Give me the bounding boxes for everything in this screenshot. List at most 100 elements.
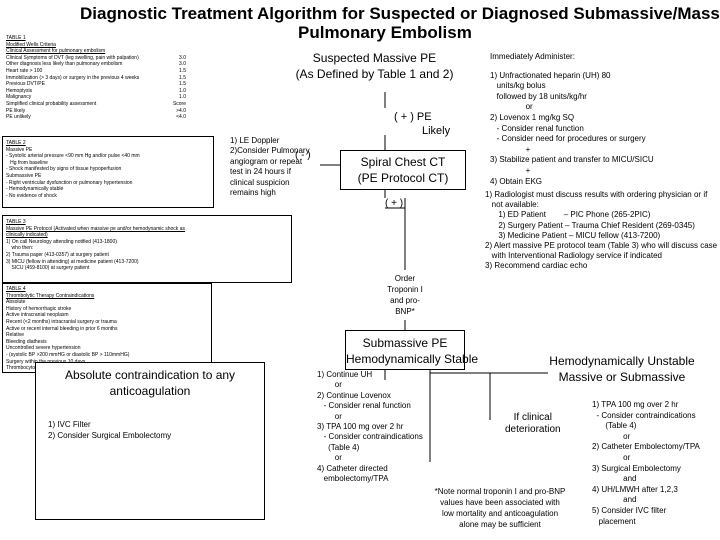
table-2-line: TABLE 2 <box>6 140 26 146</box>
submassive-line-1: Submassive PE <box>362 336 448 350</box>
table-1-row-score: Score <box>172 100 186 107</box>
immediate-line: + <box>490 165 531 175</box>
table-3-line: 3) MICU (fellow in attending) at medicin… <box>6 258 139 265</box>
table-4-line: Thrombolytic Therapy Contraindications <box>6 292 95 299</box>
title-line-1: Diagnostic Treatment Algorithm for Suspe… <box>80 4 720 23</box>
table-1-rows: Clinical Symptoms of DVT (leg swelling, … <box>6 55 202 121</box>
note-line: values have been associated with <box>440 498 560 507</box>
table-2-line: Hg from baseline <box>6 159 48 166</box>
absolute-item: 1) IVC Filter <box>48 420 91 429</box>
table-4-line: Uncontrolled severe hypertension <box>6 345 81 352</box>
immediate-line: - Consider renal function <box>490 123 584 133</box>
immediate-line: units/kg bolus <box>490 81 546 91</box>
table-1-row-item: Clinical Symptoms of DVT (leg swelling, … <box>6 54 139 61</box>
table-3-line: 1) On call Neurology attending notified … <box>6 238 117 245</box>
submassive-tx-line: - Consider renal function <box>317 401 411 411</box>
spiral-chest-ct-box: Spiral Chest CT (PE Protocol CT) <box>340 150 466 190</box>
table-1-row-score: <4.0 <box>176 114 186 121</box>
negative-result: ( - ) <box>295 150 311 161</box>
table-1-row-score: 1.5 <box>179 67 186 74</box>
table-1-row: Clinical Symptoms of DVT (leg swelling, … <box>6 55 186 62</box>
unstable-tx-line: and <box>592 474 637 484</box>
table-1-row-item: PE unlikely <box>6 114 31 121</box>
deterioration-line-1: If clinical <box>513 412 552 423</box>
table-1-row-item: Malignancy <box>6 94 32 101</box>
table-2-line: - Systolic arterial pressure <90 mm Hg a… <box>6 153 140 160</box>
radiologist-line: 1) ED Patient – PIC Phone (265-2PIC) <box>485 210 651 220</box>
submassive-tx-line: (Table 4) <box>317 442 360 452</box>
unstable-tx-line: 2) Catheter Embolectomy/TPA <box>592 442 700 452</box>
unstable-tx-line: and <box>592 495 637 505</box>
table-1: TABLE 1 Modified Wells Criteria Clinical… <box>3 33 205 130</box>
table-4-line: Active or recent internal bleeding in pr… <box>6 325 118 332</box>
table-4-line: History of hemorrhagic stroke <box>6 305 72 312</box>
table-1-row-item: Other diagnosis less likely than pulmona… <box>6 61 123 68</box>
table-4-line: Active intracranial neoplasm <box>6 312 69 319</box>
unstable-tx-line: - Consider contraindications <box>592 410 696 420</box>
table-2-line: Massive PE <box>6 146 33 153</box>
table-1-label: TABLE 1 <box>6 35 26 41</box>
table-1-row-score: 3.0 <box>179 61 186 68</box>
immediate-line: Immediately Administer: <box>490 52 575 61</box>
radiologist-line: 1) Radiologist must discuss results with… <box>485 190 708 199</box>
radiologist-line: 2) Alert massive PE protocol team (Table… <box>485 241 718 251</box>
note-line: low mortality and anticoagulation <box>441 509 559 518</box>
table-4-line: Recent (<2 months) intracranial surgery … <box>6 318 117 325</box>
le-doppler-line: clinical suspicion <box>230 177 290 187</box>
hemodynamically-unstable-box: Hemodynamically Unstable Massive or Subm… <box>548 352 696 386</box>
le-doppler-line: remains high <box>230 188 276 198</box>
table-1-row: PE unlikely <4.0 <box>6 114 186 121</box>
unstable-tx-line: 1) TPA 100 mg over 2 hr <box>592 400 679 409</box>
troponin-line: and pro- <box>390 296 420 305</box>
absolute-item: 2) Consider Surgical Embolectomy <box>48 431 172 440</box>
immediate-line: followed by 18 units/kg/hr <box>490 91 587 101</box>
table-4-line: Surgery within the previous 10 days <box>6 358 85 365</box>
table-1-row-item: Heart rate > 100 <box>6 67 43 74</box>
title-line-2: Pulmonary Embolism <box>298 23 472 42</box>
table-3-line: clinically indicated) <box>6 232 48 239</box>
troponin-line: Order <box>394 274 416 283</box>
note-line: alone may be sufficient <box>459 520 541 529</box>
radiologist-line: 2) Surgery Patient – Trauma Chief Reside… <box>485 220 695 230</box>
table-1-row-score: >4.0 <box>176 107 186 114</box>
table-2-line: - Hemodynamically stable <box>6 186 64 193</box>
submassive-tx-line: 3) TPA 100 mg over 2 hr <box>317 422 404 432</box>
submassive-tx-line: or <box>317 380 342 390</box>
table-1-row-item: Immobilization (> 3 days) or surgery in … <box>6 74 140 81</box>
table-3-line: SICU (459-8100) at surgery patient <box>6 265 90 272</box>
unstable-tx-line: (Table 4) <box>592 421 637 431</box>
troponin-line: Troponin I <box>387 285 423 294</box>
le-doppler-line: angiogram or repeat <box>230 156 303 166</box>
unstable-line-1: Hemodynamically Unstable <box>549 354 695 368</box>
table-1-row-score: 3.0 <box>179 54 186 61</box>
immediate-administer: Immediately Administer:1) Unfractionated… <box>490 52 654 187</box>
table-1-heading: Clinical Assessment for pulmonary emboli… <box>6 48 106 55</box>
unstable-treatment: 1) TPA 100 mg over 2 hr - Consider contr… <box>592 400 700 527</box>
table-1-row-item: Simplified clinical probability assessme… <box>6 100 97 107</box>
immediate-line: or <box>490 102 533 112</box>
table-3-line: TABLE 3 <box>6 219 26 225</box>
immediate-line: + <box>490 144 531 154</box>
radiologist-line: not available: <box>485 200 539 210</box>
suspected-line-2: (As Defined by Table 1 and 2) <box>295 67 454 81</box>
table-4-line: TABLE 4 <box>6 286 26 292</box>
le-doppler-line: 1) LE Doppler <box>230 136 280 145</box>
submassive-tx-line: or <box>317 453 342 463</box>
positive-ct-result: ( + ) <box>385 198 404 209</box>
table-3-line: who then: <box>6 245 34 252</box>
submassive-tx-line: embolectomy/TPA <box>317 474 389 484</box>
immediate-line: 2) Lovenox 1 mg/kg SQ <box>490 112 575 122</box>
table-3-line: 2) Trauma pager (413-0357) at surgery pa… <box>6 251 109 258</box>
unstable-tx-line: 3) Surgical Embolectomy <box>592 463 681 473</box>
spiral-line-1: Spiral Chest CT <box>360 155 446 169</box>
table-1-row-score: 1.5 <box>179 81 186 88</box>
radiologist-steps: 1) Radiologist must discuss results with… <box>485 190 717 272</box>
